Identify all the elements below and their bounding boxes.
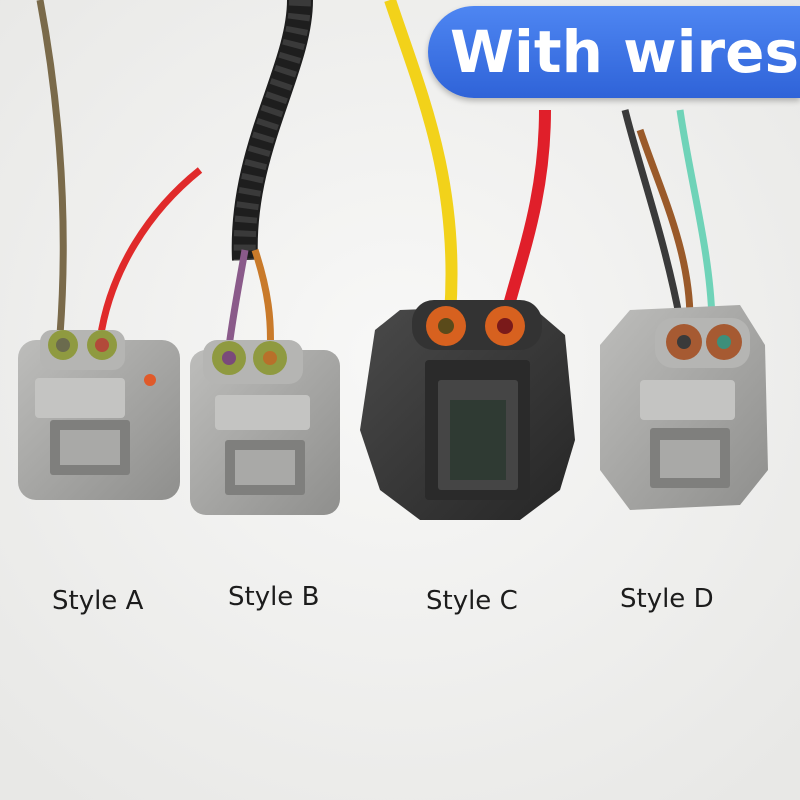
with-wires-badge: With wires xyxy=(428,6,800,98)
wire-red xyxy=(96,167,203,341)
wire-brown xyxy=(36,0,67,336)
connector-style-b xyxy=(190,0,340,515)
label-style-b: Style B xyxy=(228,582,320,612)
label-style-a: Style A xyxy=(52,586,144,616)
connector-style-d xyxy=(600,109,768,510)
badge-text: With wires xyxy=(450,18,799,86)
label-style-d: Style D xyxy=(620,584,714,614)
connector-style-a xyxy=(18,0,203,500)
wire-black xyxy=(621,109,684,321)
connector-style-c xyxy=(360,0,575,520)
label-style-c: Style C xyxy=(426,586,518,616)
wire-yellow xyxy=(384,0,458,316)
wire-teal xyxy=(676,109,716,321)
wire-brown xyxy=(636,128,694,321)
wire-red xyxy=(499,109,551,322)
